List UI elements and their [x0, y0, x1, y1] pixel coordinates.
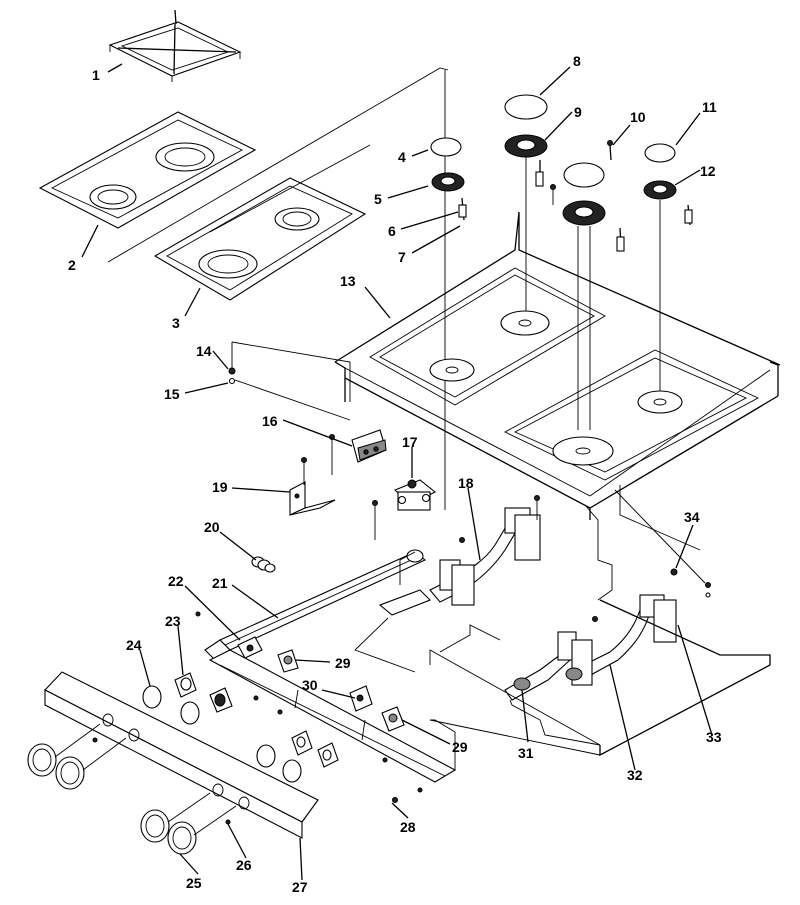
- callout-17: 17: [402, 434, 418, 450]
- burner-head-12: [643, 180, 693, 226]
- burner-cap-4: [430, 137, 462, 157]
- pressure-regulator-17: [394, 479, 437, 511]
- left-drip-pan: [38, 111, 257, 229]
- callout-33: 33: [706, 729, 722, 745]
- burner-head-5: [431, 172, 465, 192]
- callout-28: 28: [400, 819, 416, 835]
- callout-2: 2: [68, 257, 76, 273]
- burner-box: [429, 485, 771, 770]
- burner-tube-18: [354, 507, 541, 673]
- callout-13: 13: [340, 273, 356, 289]
- callout-27: 27: [292, 879, 308, 895]
- leader-lines: [81, 63, 713, 881]
- callout-7: 7: [398, 249, 406, 265]
- callout-5: 5: [374, 191, 382, 207]
- control-knob-25: [27, 723, 237, 855]
- callout-24: 24: [126, 637, 142, 653]
- callout-12: 12: [700, 163, 716, 179]
- callout-15: 15: [164, 386, 180, 402]
- fastener-14-15: [228, 342, 351, 421]
- valve-30: [349, 685, 373, 712]
- callout-4: 4: [398, 149, 406, 165]
- ignition-switch-16: [329, 429, 387, 475]
- callout-9: 9: [574, 104, 582, 120]
- burner-head-large: [550, 184, 625, 252]
- gas-manifold-21: [204, 549, 427, 661]
- burner-cap-11: [644, 143, 676, 163]
- callout-25: 25: [186, 875, 202, 891]
- burner-head-9: [504, 134, 548, 187]
- callout-20: 20: [204, 519, 220, 535]
- callout-19: 19: [212, 479, 228, 495]
- callout-6: 6: [388, 223, 396, 239]
- screws: [92, 489, 711, 825]
- valve-29-upper: [277, 649, 299, 673]
- screw-10: [607, 140, 613, 161]
- burner-cap-large: [563, 162, 605, 188]
- main-cooktop: [334, 211, 781, 520]
- valve-29-lower: [381, 706, 405, 732]
- callout-26: 26: [236, 857, 252, 873]
- callout-32: 32: [627, 767, 643, 783]
- callout-10: 10: [630, 109, 646, 125]
- burner-tube-31-32: [504, 594, 677, 701]
- callout-31: 31: [518, 745, 534, 761]
- callout-34: 34: [684, 509, 700, 525]
- callout-23: 23: [165, 613, 181, 629]
- callout-1: 1: [92, 67, 100, 83]
- bracket-19: [289, 457, 336, 516]
- callout-18: 18: [458, 475, 474, 491]
- callout-22: 22: [168, 573, 184, 589]
- callout-21: 21: [212, 575, 228, 591]
- valve-22: [237, 636, 263, 659]
- burner-grate: [108, 9, 242, 82]
- callout-29-lower: 29: [452, 739, 468, 755]
- callout-29-upper: 29: [335, 655, 351, 671]
- bezel-ring-24: [142, 685, 302, 783]
- callout-16: 16: [262, 413, 278, 429]
- electrode-6: [458, 197, 467, 221]
- callout-14: 14: [196, 343, 212, 359]
- callout-3: 3: [172, 315, 180, 331]
- control-panel-27: [44, 671, 319, 839]
- callout-11: 11: [702, 99, 717, 115]
- burner-cap-8: [504, 94, 548, 120]
- callout-30: 30: [302, 677, 318, 693]
- valve-stem-23: [174, 672, 339, 768]
- callout-8: 8: [573, 53, 581, 69]
- right-drip-pan: [153, 177, 367, 301]
- callout-labels: 1 2 3 4 5 6 7 8 9 10 11 12 13 14 15 16 1…: [68, 53, 722, 895]
